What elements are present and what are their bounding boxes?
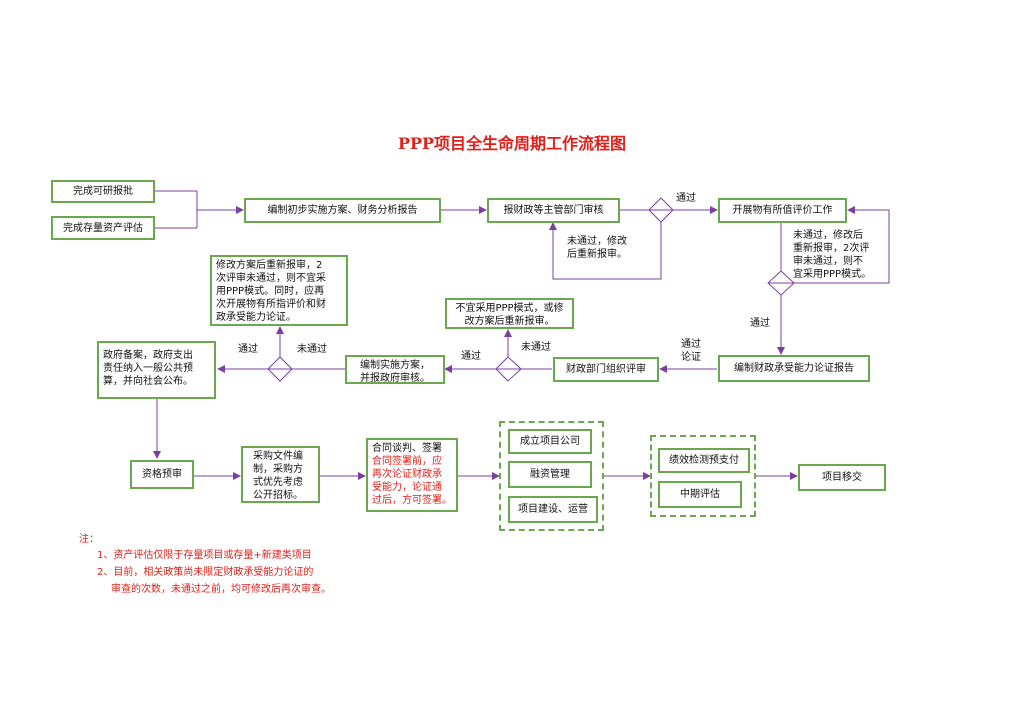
- label-pass-top: 通过: [676, 193, 696, 204]
- box-asset-eval: 完成存量资产评估: [51, 216, 155, 240]
- label-line: 重新报审，2次评: [793, 243, 870, 254]
- note-item-3: 审查的次数，未通过之前，均可修改后再次审查。: [111, 584, 331, 595]
- box-line-red: 受能力，论证通: [372, 482, 442, 493]
- box-midterm-eval: 中期评估: [658, 481, 742, 508]
- box-finance-dept-review: 财政部门组织评审: [553, 357, 659, 382]
- box-line: 采购文件编: [253, 451, 303, 462]
- box-line: 修改方案后重新报审，2: [216, 260, 323, 271]
- box-vfm-eval: 开展物有所值评价工作: [718, 198, 847, 223]
- box-line: 次开展物有所指评价和财: [216, 299, 326, 310]
- box-prelim-plan: 编制初步实施方案、财务分析报告: [244, 198, 441, 223]
- label-pass-gov: 通过: [238, 344, 258, 355]
- box-line: 不宜采用PPP模式，或修: [455, 303, 564, 314]
- box-line: 政府备案，政府支出: [103, 350, 193, 361]
- box-gov-record: 政府备案，政府支出 责任纳入一般公共预 算，并向社会公布。: [97, 341, 216, 399]
- label-fail-gov: 未通过: [297, 344, 327, 355]
- box-financing: 融资管理: [508, 461, 592, 488]
- decision-diamond-review: [495, 356, 522, 382]
- note-item-1: 1、资产评估仅限于存量项目或存量+新建类项目: [97, 550, 312, 561]
- box-line: 合同谈判、签署: [372, 443, 442, 454]
- label-line: 宜采用PPP模式。: [793, 269, 872, 280]
- box-not-ppp: 不宜采用PPP模式，或修 改方案后重新报审。: [445, 298, 574, 329]
- box-line: 责任纳入一般公共预: [103, 363, 193, 374]
- label-pass-demo: 通过 论证: [681, 338, 701, 364]
- box-line: 次评审未通过，则不宜采: [216, 273, 326, 284]
- box-prequal: 资格预审: [130, 460, 194, 489]
- note-item-2: 2、目前，相关政策尚未限定财政承受能力论证的: [97, 567, 314, 578]
- box-establish-company: 成立项目公司: [508, 429, 592, 454]
- box-line: 算，并向社会公布。: [103, 376, 193, 387]
- box-finance-review: 报财政等主管部门审核: [487, 198, 620, 223]
- box-fiscal-capacity: 编制财政承受能力论证报告: [718, 355, 870, 382]
- box-line: 用PPP模式。同时，应再: [216, 286, 325, 297]
- box-line-red: 过后，方可签署。: [372, 495, 452, 506]
- box-line: 改方案后重新报审。: [464, 316, 555, 327]
- box-impl-plan: 编制实施方案， 并报政府审核。: [345, 355, 445, 384]
- note-heading: 注：: [79, 534, 99, 545]
- label-pass-impl: 通过: [461, 351, 481, 362]
- label-fail-vfm: 未通过，修改后 重新报审，2次评 审未通过，则不 宜采用PPP模式。: [793, 229, 871, 281]
- label-pass-vfm: 通过: [750, 318, 770, 329]
- label-line: 未通过，修改: [567, 236, 627, 247]
- label-line: 未通过，修改后: [793, 230, 863, 241]
- page-title: PPP项目全生命周期工作流程图: [397, 134, 627, 153]
- label-line: 审未通过，则不: [793, 256, 863, 267]
- box-line: 式优先考虑: [253, 477, 303, 488]
- label-fail-revise-1: 未通过，修改 后重新报审。: [567, 235, 627, 261]
- box-handover: 项目移交: [798, 464, 886, 491]
- box-line-red: 再次论证财政承: [372, 469, 442, 480]
- box-line: 政承受能力论证。: [216, 312, 296, 323]
- box-line: 编制实施方案，: [360, 360, 430, 371]
- label-line: 论证: [681, 352, 701, 363]
- box-construction: 项目建设、运营: [508, 496, 598, 523]
- box-procurement: 采购文件编 制，采购方 式优先考虑 公开招标。: [241, 446, 320, 503]
- label-line: 后重新报审。: [567, 249, 627, 260]
- box-line: 制，采购方: [253, 464, 303, 475]
- decision-diamond-gov: [267, 356, 293, 382]
- box-performance-pay: 绩效检测预支付: [658, 448, 750, 473]
- group-project-company: [499, 421, 604, 531]
- box-feasibility: 完成可研报批: [51, 180, 155, 203]
- box-line-red: 合同签署前，应: [372, 456, 442, 467]
- group-performance: [650, 435, 756, 517]
- label-fail-impl: 未通过: [521, 342, 551, 353]
- decision-diamond-vfm: [767, 270, 795, 296]
- label-line: 通过: [681, 339, 701, 350]
- box-contract: 合同谈判、签署 合同签署前，应 再次论证财政承 受能力，论证通 过后，方可签署。: [366, 438, 458, 512]
- box-line: 公开招标。: [253, 490, 303, 501]
- box-line: 并报政府审核。: [360, 373, 430, 384]
- box-revise-resubmit: 修改方案后重新报审，2 次评审未通过，则不宜采 用PPP模式。同时，应再 次开展…: [210, 255, 348, 326]
- decision-diamond-finance: [648, 197, 674, 223]
